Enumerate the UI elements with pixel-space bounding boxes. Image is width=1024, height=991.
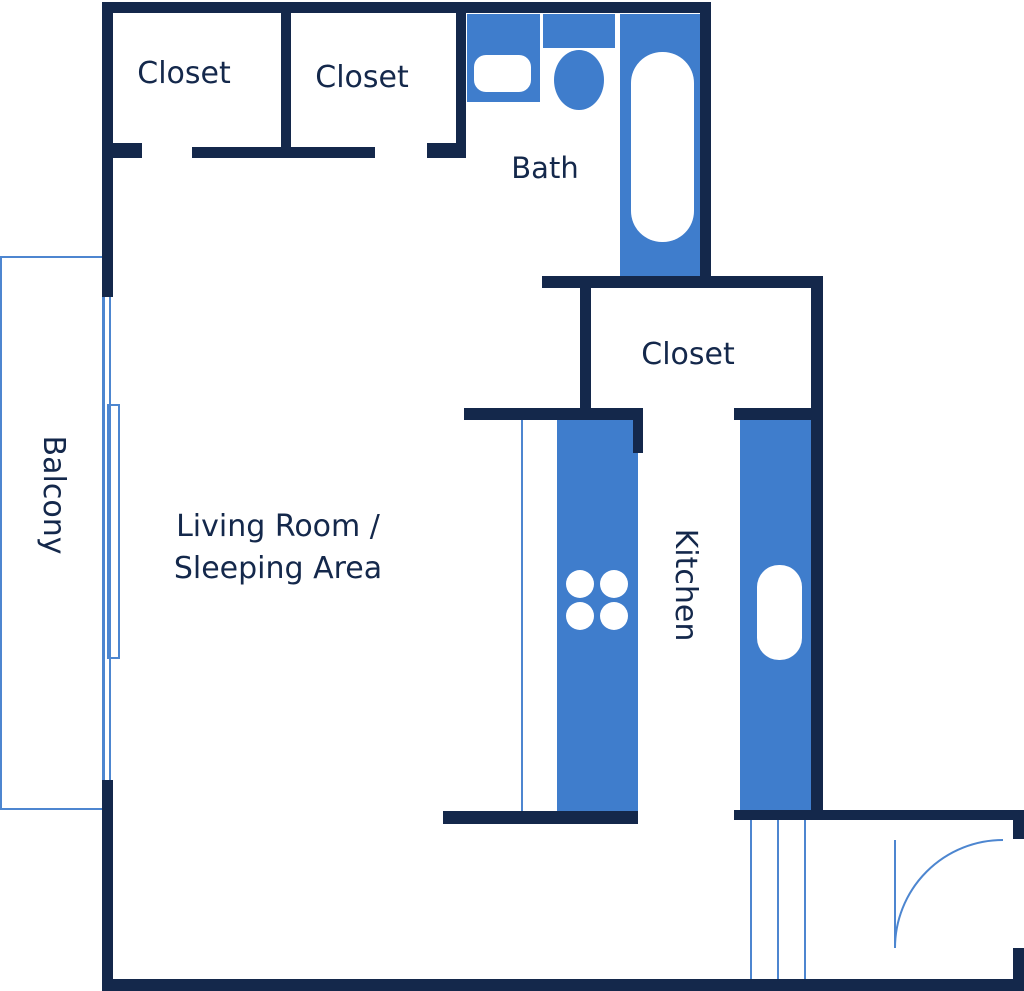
bath-fixtures xyxy=(467,14,705,276)
living-room-label: Living Room / xyxy=(176,509,381,544)
sliding-door xyxy=(103,295,120,780)
balcony-outline xyxy=(0,256,104,810)
burner xyxy=(600,570,628,598)
balcony-label: Balcony xyxy=(36,436,71,555)
toilet-tank xyxy=(543,14,615,48)
toilet-bowl xyxy=(554,50,604,110)
burner xyxy=(566,602,594,630)
kitchen-label: Kitchen xyxy=(668,529,703,642)
sleeping-area-label: Sleeping Area xyxy=(174,551,382,586)
burner xyxy=(600,602,628,630)
burner xyxy=(566,570,594,598)
kitchen-sink xyxy=(757,565,802,660)
bath-label: Bath xyxy=(511,151,578,185)
walls xyxy=(102,2,1024,991)
closet-label: Closet xyxy=(315,60,409,95)
entry-area xyxy=(750,818,1004,979)
kitchen-fixtures xyxy=(521,418,814,813)
closet-label: Closet xyxy=(137,56,231,91)
balcony xyxy=(0,256,120,810)
entry-door-swing xyxy=(894,839,1004,949)
closet-label: Closet xyxy=(641,337,735,372)
bathtub-basin xyxy=(631,52,694,242)
sink-basin xyxy=(474,55,531,92)
